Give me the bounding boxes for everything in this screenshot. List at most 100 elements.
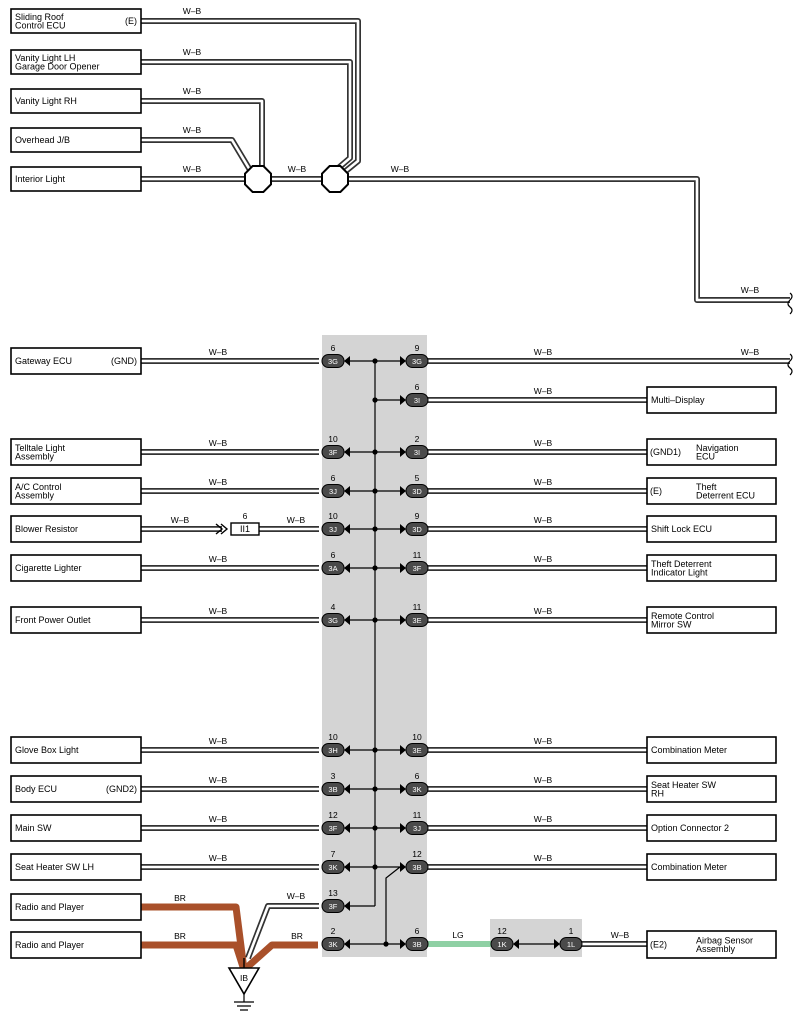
connector-1-1l-arrow (554, 939, 560, 949)
connector-right-r_blower-pin: 9 (415, 511, 420, 521)
wire-break-r_gateway (787, 353, 793, 376)
left-wire-label-r_glove: W–B (209, 736, 228, 746)
left-box-radio-2 (10, 931, 142, 959)
connector-left-r_cig-code: 3A (328, 564, 337, 573)
connector-bottom-6-3b (400, 937, 429, 951)
connector-bottom-2-3k (321, 937, 350, 951)
connector-right-r_outlet (400, 613, 429, 627)
connector-bottom-2-3k-arrow (344, 939, 350, 949)
wire-to-right-core (348, 177, 790, 302)
connector-right-r_ac-arrow (400, 486, 406, 496)
top-box-vanity_lh-label-line2: Garage Door Opener (15, 62, 100, 72)
right-box-airbag-label-line2: Assembly (696, 944, 736, 954)
connector-right-r_telltale-code: 3I (414, 448, 420, 457)
wb-label-13-3f: W–B (287, 891, 306, 901)
connector-12-1k-pin: 12 (497, 926, 507, 936)
wire-overhead-jb-core (141, 138, 252, 171)
right-box-r_seat_lh-label: Combination Meter (651, 862, 727, 872)
bus-node-r_telltale (372, 449, 378, 455)
connector-left-r_outlet-arrow (344, 615, 350, 625)
right-box-r_ac-tag: (E) (650, 486, 662, 496)
br-wire-radio-1 (141, 903, 248, 971)
connector-left-r_body-code: 3B (328, 785, 337, 794)
left-box-r_outlet (10, 606, 142, 634)
connector-left-r_cig (321, 561, 350, 575)
connector-left-r_glove-arrow (344, 745, 350, 755)
left-box-radio-1-label: Radio and Player (15, 902, 84, 912)
left-box-r_main-label: Main SW (15, 823, 52, 833)
connector-left-r_body-arrow (344, 784, 350, 794)
right-box-airbag (646, 930, 777, 959)
connector-12-1k-code: 1K (497, 940, 506, 949)
connector-right-r_body-pin: 6 (415, 771, 420, 781)
top-box-sliding_roof-label-line2: Control ECU (15, 21, 66, 31)
connector-left-r_ac (321, 484, 350, 498)
top-box-overhead_jb-label: Overhead J/B (15, 135, 70, 145)
connector-right-r_multi-pin: 6 (415, 382, 420, 392)
bus-node-r_gateway (372, 358, 378, 364)
wire-label-right-lower: W–B (741, 285, 760, 295)
bus-node-r_glove (372, 747, 378, 753)
connector-left-r_cig-arrow (344, 563, 350, 573)
connector-right-r_gateway-pin: 9 (415, 343, 420, 353)
connector-1-1l-code: 1L (567, 940, 575, 949)
connector-right-r_main-arrow (400, 823, 406, 833)
wire-label-between-junctions: W–B (288, 164, 307, 174)
connector-left-r_gateway-code: 3G (328, 357, 338, 366)
left-wire-label-r_ac: W–B (209, 477, 228, 487)
connector-right-r_seat_lh (400, 860, 429, 874)
left-box-radio-1 (10, 893, 142, 921)
connector-left-r_gateway-pin: 6 (331, 343, 336, 353)
left-box-r_telltale-label-line1: Telltale Light (15, 443, 66, 453)
top-wire-label-vanity_rh: W–B (183, 86, 202, 96)
connector-right-r_outlet-pin: 11 (413, 602, 422, 612)
wire-sliding-roof-core (141, 19, 360, 181)
right-box-r_telltale-label-line2: ECU (696, 452, 715, 462)
bus-node-r_ac (372, 488, 378, 494)
right-box-r_glove-label: Combination Meter (651, 745, 727, 755)
left-wire-label-r_cig: W–B (209, 554, 228, 564)
connector-left-r_glove (321, 743, 350, 757)
junction-a (244, 165, 272, 193)
left-wire-label-r_main: W–B (209, 814, 228, 824)
connector-right-r_seat_lh-code: 3B (412, 863, 421, 872)
top-box-sliding_roof (10, 8, 142, 34)
bus-node-r_blower (372, 526, 378, 532)
left-wire-label-r_outlet: W–B (209, 606, 228, 616)
left-box-r_blower (10, 515, 142, 543)
connector-bottom-2-3k-code: 3K (328, 940, 337, 949)
right-wire-label-r_seat_lh: W–B (534, 853, 553, 863)
right-box-r_cig (646, 554, 777, 582)
right-box-r_main (646, 814, 777, 842)
connector-right-r_blower (400, 522, 429, 536)
right-wire-label-r_glove: W–B (534, 736, 553, 746)
top-box-interior_light-label: Interior Light (15, 174, 66, 184)
br-wire-to-3k (241, 941, 318, 973)
right-box-r_telltale-label-line1: Navigation (696, 443, 739, 453)
connector-right-r_outlet-arrow (400, 615, 406, 625)
right-box-r_main-label: Option Connector 2 (651, 823, 729, 833)
right-box-r_body (646, 775, 777, 803)
connector-left-r_main (321, 821, 350, 835)
right-box-r_ac (646, 477, 777, 505)
connector-left-r_body-pin: 3 (331, 771, 336, 781)
right-box-r_blower (646, 515, 777, 543)
inline-connector-pin: 6 (243, 511, 248, 521)
connector-right-r_cig-arrow (400, 563, 406, 573)
connector-left-r_telltale-arrow (344, 447, 350, 457)
connector-left-r_blower (321, 522, 350, 536)
left-box-r_telltale (10, 438, 142, 466)
wire-vanity-rh-core (141, 99, 264, 166)
bus-link-seat-lh (385, 866, 401, 944)
right-box-r_ac-label-line1: Theft (696, 482, 717, 492)
wire-vanity-lh (141, 59, 353, 173)
br-wire-radio-2 (141, 941, 248, 972)
bus-node-r_seat_lh (372, 864, 378, 870)
right-wire-label-r_main: W–B (534, 814, 553, 824)
ground-triangle (227, 967, 261, 996)
connector-right-r_ac (400, 484, 429, 498)
right-box-r_multi-label: Multi–Display (651, 395, 705, 405)
connector-1-1l-pin: 1 (569, 926, 574, 936)
connector-right-r_main-code: 3J (413, 824, 421, 833)
connector-right-r_gateway (400, 354, 429, 368)
